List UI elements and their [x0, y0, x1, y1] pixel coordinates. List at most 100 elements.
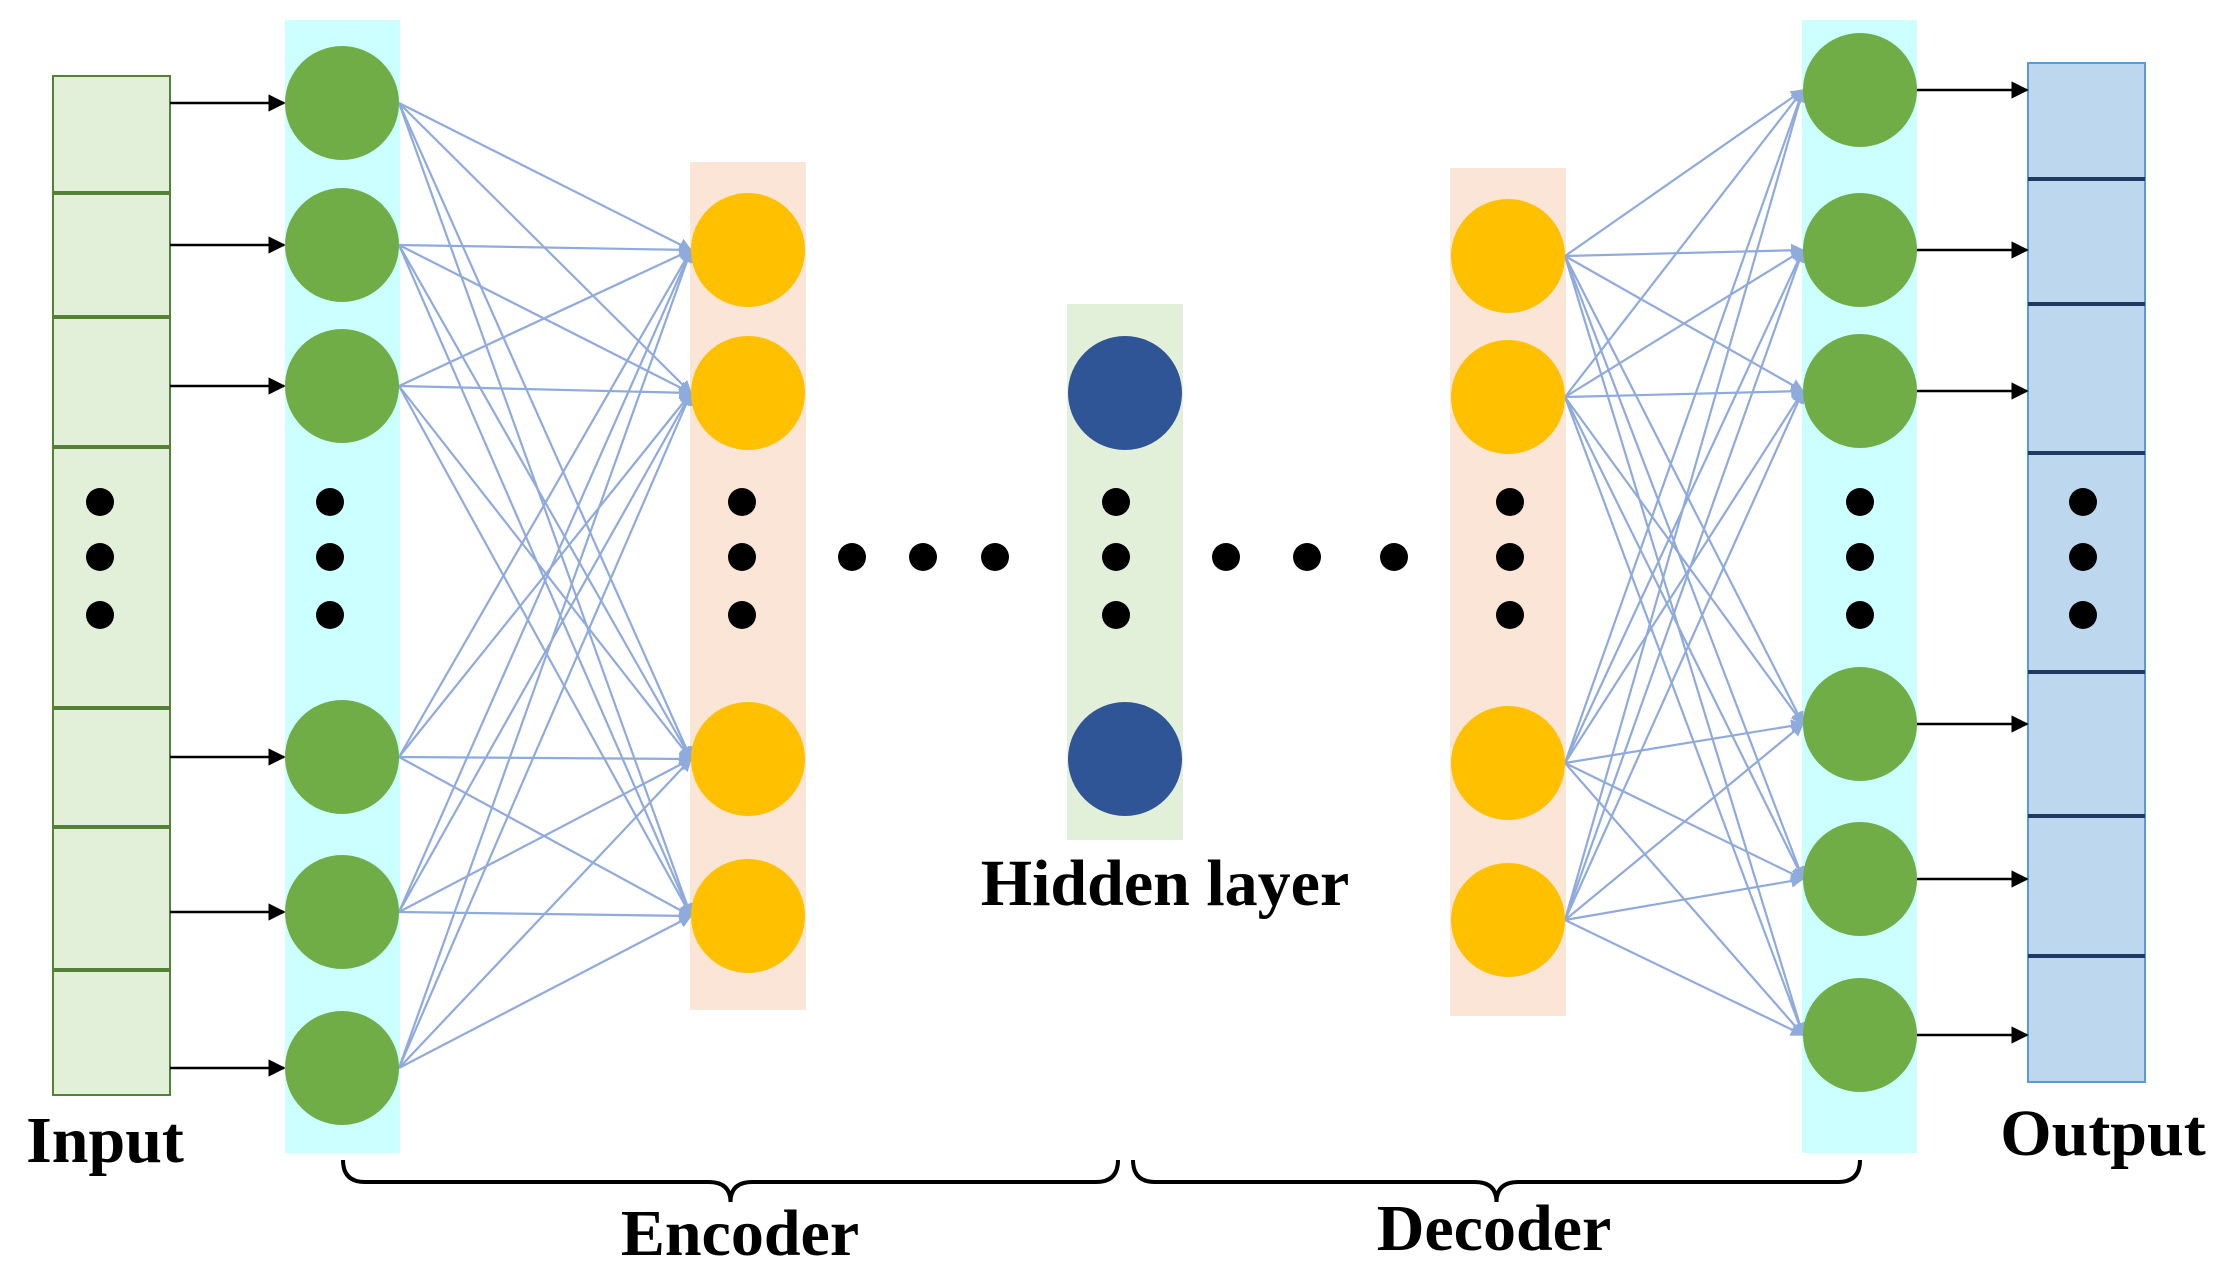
decoder-connection [1564, 255, 1804, 726]
decoder-connection [1563, 389, 1805, 921]
vertical-ellipsis-dot [316, 488, 344, 516]
output-neuron [1803, 33, 1917, 147]
decoder-neuron [1451, 340, 1565, 454]
encoder-connection [398, 915, 693, 1069]
horizontal-ellipsis-dot [1293, 543, 1321, 571]
encoder-connection [398, 758, 693, 913]
horizontal-ellipsis-dot [909, 543, 937, 571]
input-vector-column [52, 75, 171, 1096]
io-arrows [170, 81, 2029, 1077]
vertical-ellipsis-dot [2069, 488, 2097, 516]
vertical-ellipsis-dot [1846, 601, 1874, 629]
output-neuron [1803, 667, 1917, 781]
decoder-connection [1564, 719, 1805, 765]
decoder-connection [1563, 88, 1806, 764]
vertical-ellipsis-dot [728, 488, 756, 516]
input-neuron [285, 188, 399, 302]
horizontal-ellipsis-dot [981, 543, 1009, 571]
encoder-connection [398, 391, 692, 913]
horizontal-ellipsis-dot [1380, 543, 1408, 571]
hidden-neuron [1068, 336, 1182, 450]
decoder-brace [1131, 1159, 1862, 1203]
vertical-ellipsis-dot [86, 488, 114, 516]
io-columns [52, 62, 2146, 1096]
connections [397, 88, 1807, 1069]
decoder-connection [1564, 396, 1804, 726]
braces [341, 1159, 1862, 1203]
decoder-connection [1564, 384, 1805, 399]
vertical-ellipsis-dot [2069, 543, 2097, 571]
output-neuron [1803, 334, 1917, 448]
vertical-ellipsis-dot [728, 601, 756, 629]
vertical-ellipsis-dot [1496, 601, 1524, 629]
encoder-connection [398, 752, 693, 766]
vertical-ellipsis-dot [86, 601, 114, 629]
decoder-connection [1564, 396, 1804, 881]
encoder-connection [397, 102, 694, 918]
input-neuron [285, 855, 399, 969]
encoder-neuron [691, 859, 805, 973]
horizontal-ellipsis-dot [1212, 543, 1240, 571]
decoder-connection [1563, 255, 1805, 881]
vertical-ellipsis-dot [1496, 543, 1524, 571]
vertical-ellipsis-dot [1496, 488, 1524, 516]
input-neuron [285, 46, 399, 160]
vertical-ellipsis-dot [728, 543, 756, 571]
decoder-connection [1563, 248, 1806, 921]
output-neuron [1803, 978, 1917, 1092]
decoder-connection [1563, 396, 1806, 1037]
neurons [285, 33, 1917, 1125]
vertical-ellipsis-dot [1846, 488, 1874, 516]
decoder-connection [1564, 249, 1805, 398]
decoder-connection [1564, 919, 1805, 1036]
encoder-neuron [691, 702, 805, 816]
encoder-connection [397, 102, 693, 761]
input-neuron [285, 329, 399, 443]
vertical-ellipsis-dot [2069, 601, 2097, 629]
layer-bands [285, 20, 1917, 1153]
encoder-connection [397, 248, 693, 913]
encoder-neuron [691, 193, 805, 307]
vertical-ellipsis-dot [1846, 543, 1874, 571]
vertical-ellipsis-dot [316, 543, 344, 571]
decoder-connection [1564, 88, 1804, 398]
encoder-label: Encoder [621, 1197, 859, 1270]
encoder-brace [341, 1159, 1120, 1203]
input-label: Input [26, 1104, 184, 1177]
decoder-neuron [1451, 199, 1565, 313]
encoder-connection [398, 243, 693, 257]
vertical-ellipsis-dot [316, 601, 344, 629]
input-neuron [285, 1011, 399, 1125]
decoder-connection [1564, 389, 1804, 764]
decoder-connection [1563, 255, 1806, 1037]
horizontal-ellipsis-dot [838, 543, 866, 571]
output-neuron [1803, 822, 1917, 936]
encoder-connection [398, 384, 693, 400]
output-label: Output [2000, 1097, 2205, 1170]
decoder-label: Decoder [1377, 1192, 1612, 1265]
encoder-connection [397, 391, 693, 1069]
encoder-connection [398, 248, 692, 758]
encoder-connection [398, 385, 692, 761]
encoder-connection [398, 758, 692, 1069]
hidden-layer-label: Hidden layer [981, 847, 1350, 920]
encoder-connection [398, 102, 693, 251]
encoder-connection [398, 391, 692, 758]
decoder-connection [1563, 88, 1807, 921]
vertical-ellipsis-dot [1102, 488, 1130, 516]
decoder-connection [1564, 723, 1805, 921]
encoder-connection [397, 248, 694, 1069]
hidden-neuron [1068, 702, 1182, 816]
decoder-neuron [1451, 863, 1565, 977]
vertical-ellipsis-dot [86, 543, 114, 571]
input-neuron [285, 700, 399, 814]
vertical-ellipsis-dot [1102, 601, 1130, 629]
decoder-connection [1564, 874, 1805, 922]
encoder-connection [398, 249, 693, 387]
decoder-connection [1564, 89, 1805, 257]
output-vector-column [2027, 62, 2146, 1083]
decoder-connection [1564, 243, 1805, 258]
output-neuron [1803, 193, 1917, 307]
decoder-neuron [1451, 706, 1565, 820]
